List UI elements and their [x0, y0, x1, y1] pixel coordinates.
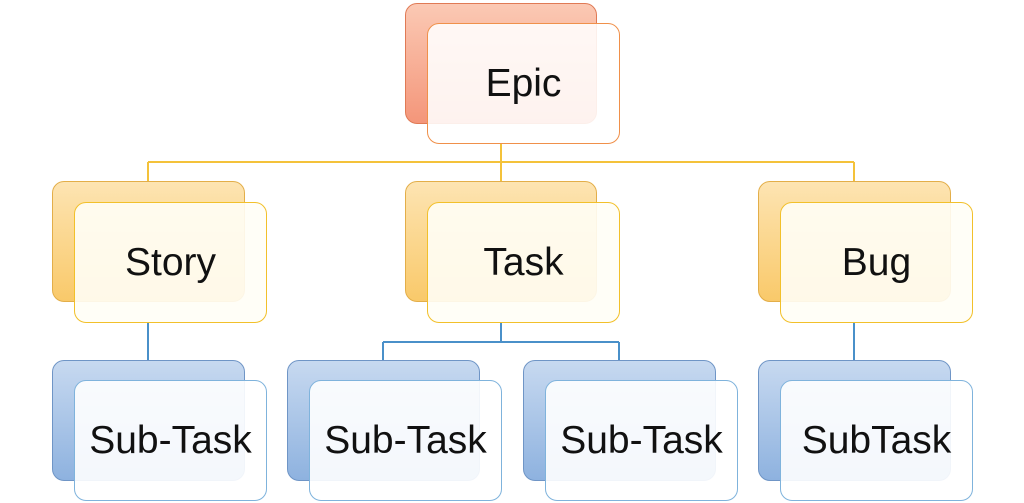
story-subtask-box: Sub-Task: [74, 380, 267, 501]
bug-node-box: Bug: [780, 202, 973, 323]
task-subtask-1-label: Sub-Task: [324, 418, 487, 462]
epic-node-box: Epic: [427, 23, 620, 144]
task-subtask-2-box: Sub-Task: [545, 380, 738, 501]
bug-subtask-label: SubTask: [801, 418, 952, 462]
epic-label: Epic: [485, 61, 562, 105]
task-subtask-1-box: Sub-Task: [309, 380, 502, 501]
task-subtask-2-label: Sub-Task: [560, 418, 723, 462]
task-label: Task: [483, 240, 564, 284]
task-node-box: Task: [427, 202, 620, 323]
bug-subtask-box: SubTask: [780, 380, 973, 501]
story-node-box: Story: [74, 202, 267, 323]
story-label: Story: [124, 240, 217, 284]
bug-label: Bug: [841, 240, 912, 284]
story-subtask-label: Sub-Task: [89, 418, 252, 462]
